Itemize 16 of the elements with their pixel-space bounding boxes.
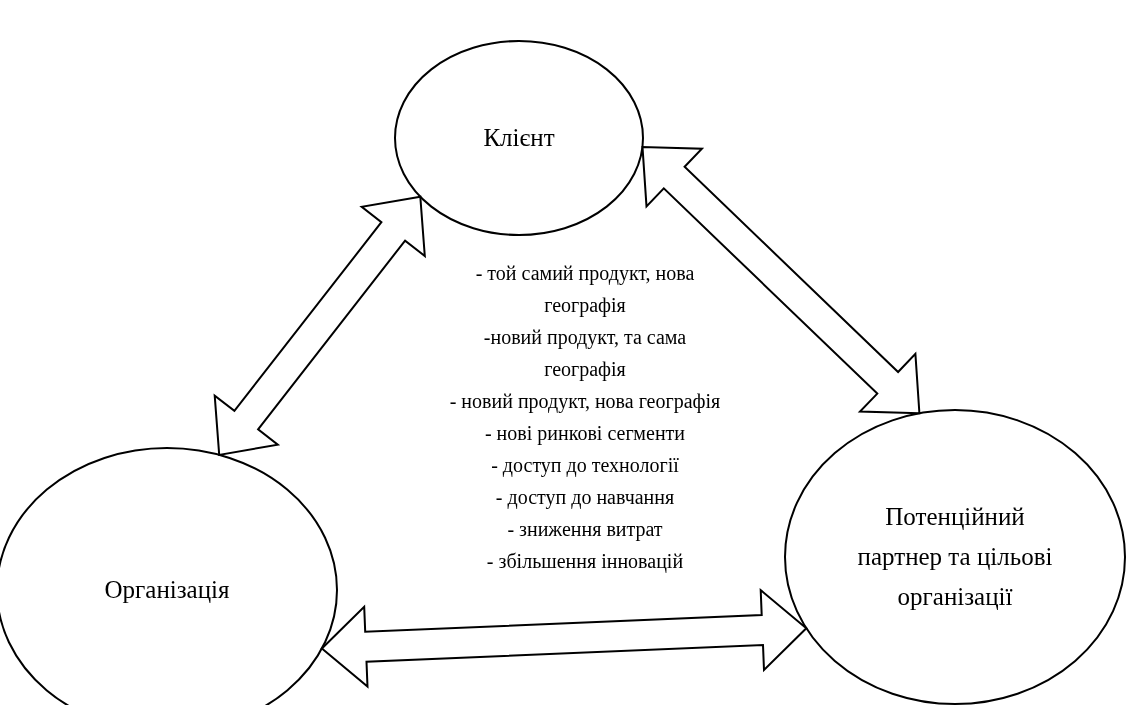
benefit-item: - доступ до навчання bbox=[495, 485, 675, 511]
double-block-arrow bbox=[213, 195, 426, 457]
benefit-item: - новий продукт, нова географія bbox=[449, 389, 721, 415]
benefit-item: - нові ринкові сегменти bbox=[484, 421, 686, 447]
benefit-item: - збільшення інновацій bbox=[486, 549, 684, 575]
node-label: Потенційний партнер та цільові організації bbox=[856, 502, 1054, 612]
ellipse-node bbox=[394, 40, 644, 236]
double-block-arrow bbox=[641, 146, 921, 415]
benefit-item: - зниження витрат bbox=[507, 517, 663, 543]
benefit-item: - доступ до технології bbox=[491, 453, 679, 479]
benefit-item: - той самий продукт, нова географія bbox=[474, 261, 696, 319]
benefit-item: -новий продукт, та сама географія bbox=[482, 325, 688, 383]
ellipse-node bbox=[784, 409, 1126, 705]
node-label: Організація bbox=[104, 575, 230, 605]
node-label: Клієнт bbox=[483, 123, 555, 153]
double-block-arrow bbox=[320, 587, 808, 689]
